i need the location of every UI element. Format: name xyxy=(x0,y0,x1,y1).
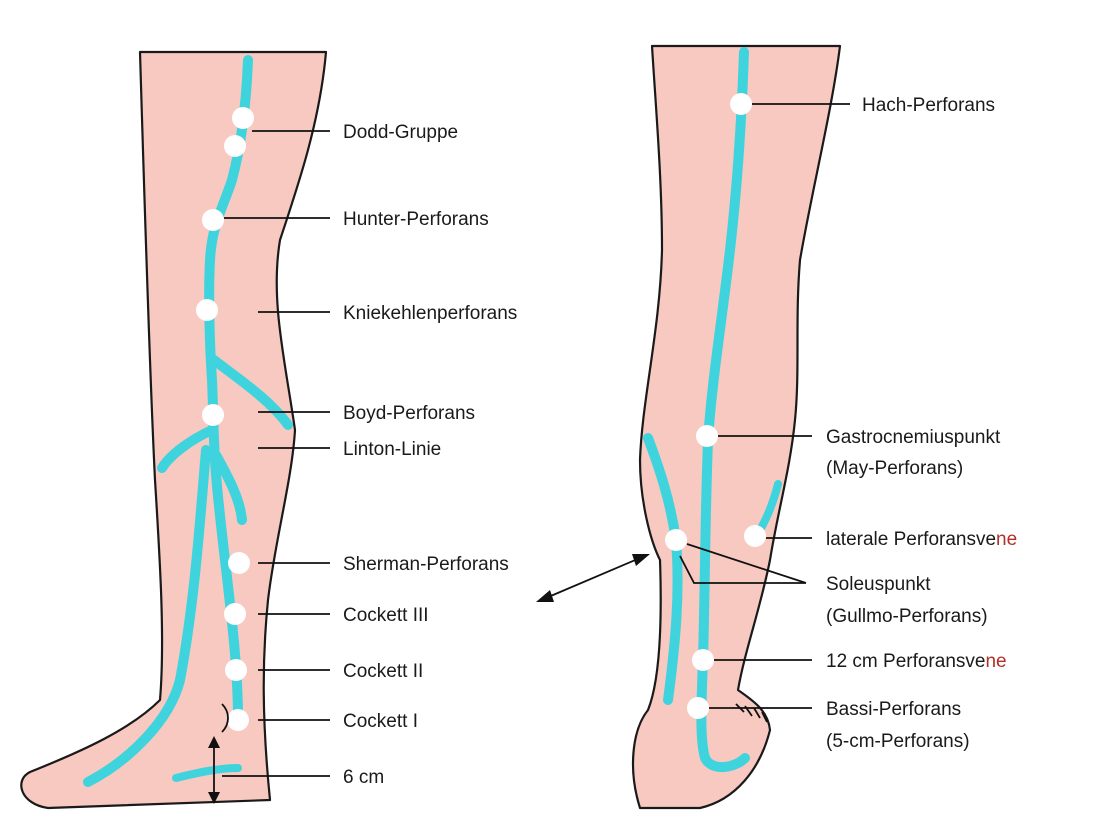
left-leg: Dodd-Gruppe Hunter-Perforans Kniekehlenp… xyxy=(21,52,517,808)
label-six-cm: 6 cm xyxy=(343,767,384,788)
label-gastrocnemius-2: (May-Perforans) xyxy=(826,458,963,479)
label-twelve-cm-main: 12 cm Perforansve xyxy=(826,651,985,672)
label-sherman: Sherman-Perforans xyxy=(343,554,509,575)
label-cockett-1: Cockett I xyxy=(343,711,418,732)
cockett-1-dot xyxy=(227,709,249,731)
label-cockett-3: Cockett III xyxy=(343,605,429,626)
twelve-cm-dot xyxy=(692,649,714,671)
label-lateral: laterale Perforansvene xyxy=(826,529,1017,550)
gastrocnemius-dot xyxy=(696,425,718,447)
sherman-perforator-dot xyxy=(228,552,250,574)
label-kniekehlen: Kniekehlenperforans xyxy=(343,303,517,324)
label-bassi-1: Bassi-Perforans xyxy=(826,699,961,720)
boyd-perforator-dot xyxy=(202,404,224,426)
hunter-perforator-dot xyxy=(202,209,224,231)
view-direction-arrow xyxy=(536,554,650,602)
hach-perforator-dot xyxy=(730,93,752,115)
label-gastrocnemius-1: Gastrocnemiuspunkt xyxy=(826,427,1001,448)
label-dodd: Dodd-Gruppe xyxy=(343,122,458,143)
dodd-perforator-dot-1 xyxy=(232,107,254,129)
label-soleus-2: (Gullmo-Perforans) xyxy=(826,606,988,627)
soleus-dot xyxy=(665,529,687,551)
label-boyd: Boyd-Perforans xyxy=(343,403,475,424)
bassi-dot xyxy=(687,697,709,719)
label-soleus-1: Soleuspunkt xyxy=(826,574,931,595)
label-lateral-main: laterale Perforansve xyxy=(826,529,996,550)
right-leg: Hach-Perforans Gastrocnemiuspunkt (May-P… xyxy=(536,46,1017,808)
label-cockett-2: Cockett II xyxy=(343,661,423,682)
lateral-perforator-dot xyxy=(744,525,766,547)
label-bassi-2: (5-cm-Perforans) xyxy=(826,731,970,752)
cockett-2-dot xyxy=(225,659,247,681)
cockett-3-dot xyxy=(224,603,246,625)
label-twelve-cm: 12 cm Perforansvene xyxy=(826,651,1007,672)
label-hunter: Hunter-Perforans xyxy=(343,209,489,230)
label-lateral-accent: ne xyxy=(996,529,1017,550)
label-linton: Linton-Linie xyxy=(343,439,441,460)
dodd-perforator-dot-2 xyxy=(224,135,246,157)
label-twelve-cm-accent: ne xyxy=(985,651,1006,672)
kniekehlen-perforator-dot xyxy=(196,299,218,321)
label-hach: Hach-Perforans xyxy=(862,95,995,116)
